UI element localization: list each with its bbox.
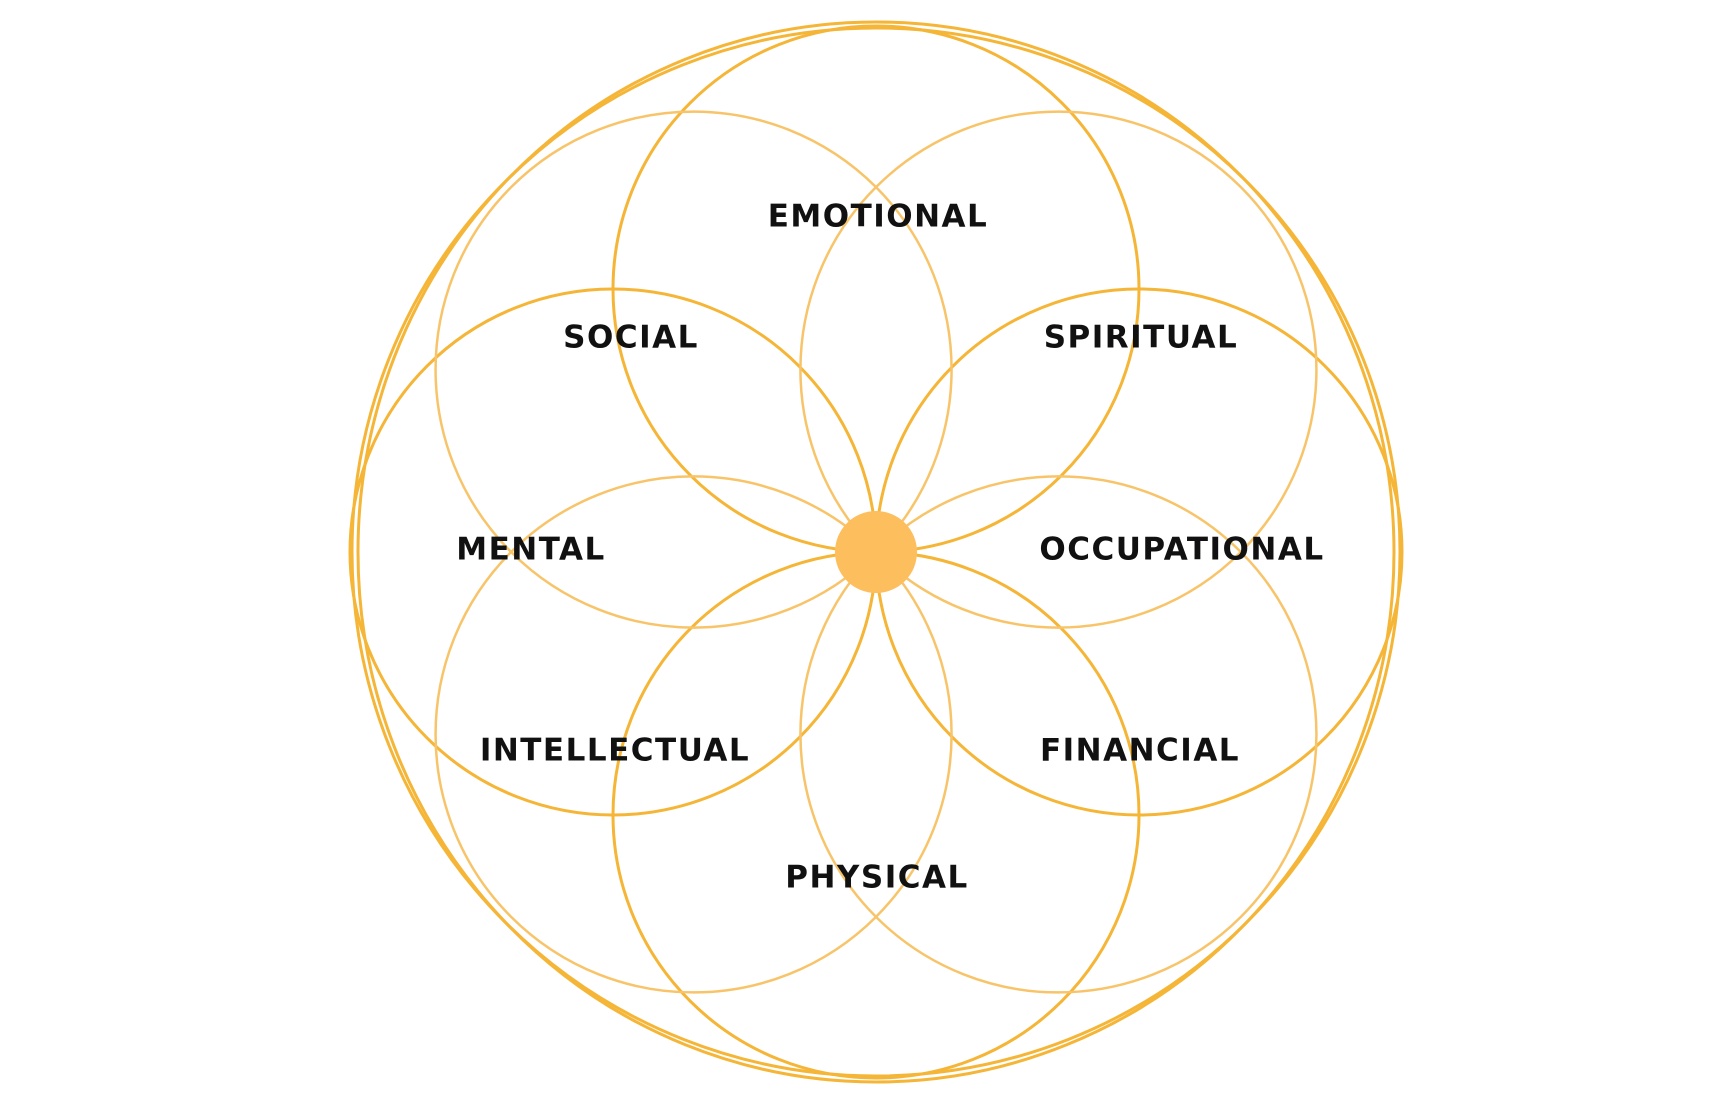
label-occupational: OCCUPATIONAL	[1039, 532, 1324, 568]
outer-ellipse	[356, 20, 1396, 1084]
label-intellectual: INTELLECTUAL	[480, 733, 750, 769]
major-circle-bottom	[611, 550, 1141, 1080]
label-emotional: EMOTIONAL	[768, 199, 989, 235]
minor-circle-top-right	[799, 110, 1318, 629]
label-spiritual: SPIRITUAL	[1044, 320, 1239, 356]
center-dot	[835, 511, 917, 593]
major-circle-top	[611, 24, 1141, 554]
label-mental: MENTAL	[456, 532, 605, 568]
label-social: SOCIAL	[563, 320, 699, 356]
outer-circle	[350, 26, 1402, 1078]
dimension-labels: EMOTIONAL SPIRITUAL OCCUPATIONAL FINANCI…	[456, 199, 1324, 896]
label-physical: PHYSICAL	[785, 860, 968, 896]
minor-circle-bottom-right	[799, 475, 1318, 994]
minor-circle-top-left	[434, 110, 953, 629]
minor-circle-bottom-left	[434, 475, 953, 994]
outer-circles	[350, 20, 1402, 1084]
minor-petal-circles	[434, 110, 1318, 994]
label-financial: FINANCIAL	[1040, 733, 1240, 769]
